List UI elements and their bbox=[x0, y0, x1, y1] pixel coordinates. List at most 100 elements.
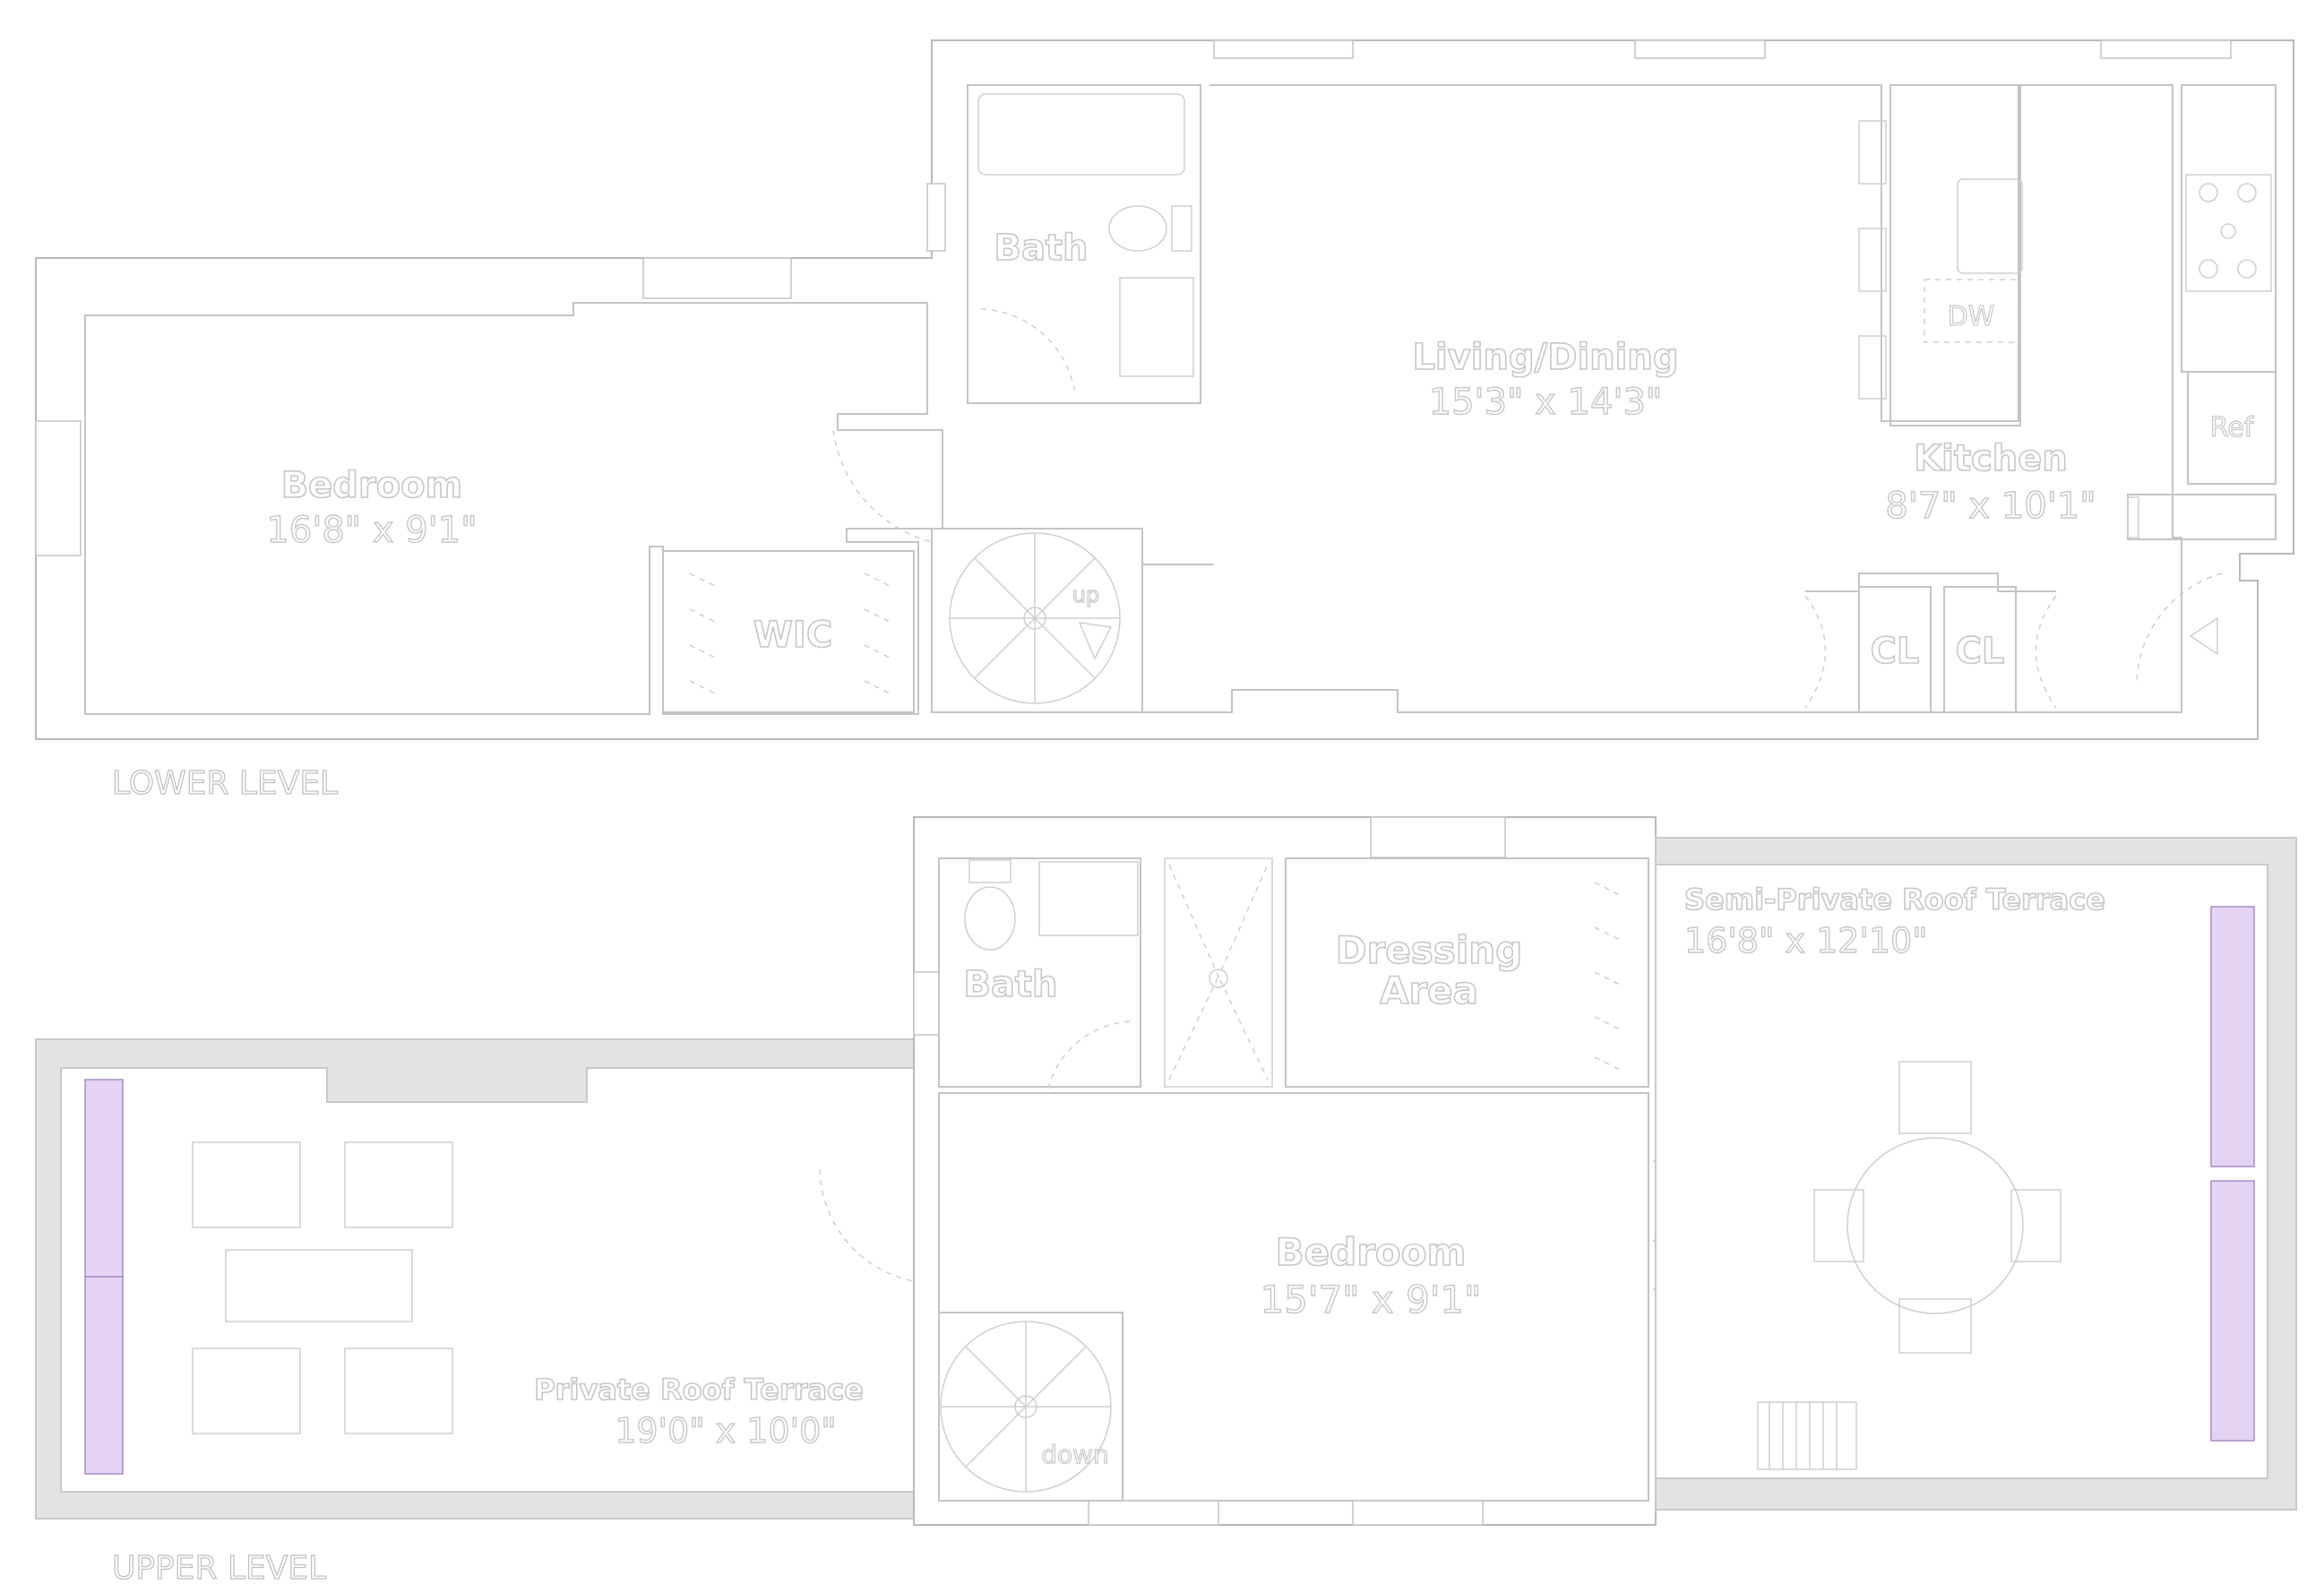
upper-level: down Bath Dressing Area Bedroom 15'7" x … bbox=[35, 816, 2297, 1588]
refrigerator bbox=[2187, 371, 2277, 485]
burner-5 bbox=[2220, 223, 2236, 239]
upper-shower-drain bbox=[1209, 969, 1228, 988]
lounge-chair-3 bbox=[192, 1348, 301, 1434]
upper-bedroom-label: Bedroom bbox=[1276, 1230, 1467, 1274]
closet-block bbox=[1805, 573, 2056, 592]
dining-chair-bottom bbox=[1898, 1298, 1972, 1354]
planter-left-2 bbox=[84, 1276, 124, 1475]
lower-bath-room bbox=[967, 84, 1201, 404]
stair-up-label: up bbox=[1072, 582, 1099, 607]
window-bath-side bbox=[926, 183, 946, 252]
upper-window-bottom-2 bbox=[1352, 1500, 1484, 1526]
lower-level-title: LOWER LEVEL bbox=[112, 765, 338, 802]
entry-arrow bbox=[2189, 616, 2218, 656]
wic-label: WIC bbox=[753, 615, 832, 656]
entry-door bbox=[2136, 573, 2223, 686]
closet-2 bbox=[1943, 586, 2017, 713]
upper-bath-sink bbox=[1038, 861, 1139, 936]
dressing-label-2: Area bbox=[1380, 969, 1478, 1012]
planter-left-1 bbox=[84, 1079, 124, 1278]
upper-toilet-tank bbox=[968, 859, 1011, 883]
living-dims: 15'3" x 14'3" bbox=[1429, 382, 1663, 423]
coffee-table bbox=[225, 1249, 413, 1322]
upper-window-top bbox=[1370, 816, 1506, 858]
wic-shelves bbox=[689, 573, 892, 695]
terrace-door-swing bbox=[819, 1168, 915, 1282]
planter-right-2 bbox=[2210, 1180, 2255, 1442]
private-terrace-label: Private Roof Terrace bbox=[534, 1373, 864, 1407]
upper-window-bath bbox=[913, 971, 940, 1036]
lower-level: DW Ref up Bedroom bbox=[35, 39, 2294, 803]
upper-bath-door bbox=[1047, 1020, 1134, 1089]
closet-1-label: CL bbox=[1871, 631, 1920, 672]
living-dining-room bbox=[1141, 84, 2182, 713]
bathtub bbox=[977, 93, 1185, 176]
closet-door-swings bbox=[1804, 595, 2057, 709]
stair-enclosure bbox=[931, 528, 1143, 713]
upper-spiral-stair-treads bbox=[941, 1322, 1111, 1492]
refrigerator-label: Ref bbox=[2210, 412, 2255, 443]
upper-level-title: UPPER LEVEL bbox=[112, 1550, 326, 1587]
counter-stub bbox=[2127, 496, 2139, 538]
dishwasher bbox=[1924, 279, 2019, 343]
wic-room bbox=[662, 550, 915, 713]
burner-2 bbox=[2237, 183, 2257, 202]
dressing-shelves bbox=[1594, 882, 1622, 1072]
window-top-1 bbox=[1213, 39, 1354, 59]
spiral-stair-treads bbox=[950, 533, 1120, 703]
toilet-tank bbox=[1171, 205, 1192, 252]
stair-arrow bbox=[1078, 622, 1113, 660]
kitchen-island bbox=[1889, 84, 2021, 426]
semi-terrace-label: Semi-Private Roof Terrace bbox=[1684, 883, 2105, 917]
burner-1 bbox=[2199, 183, 2218, 202]
upper-window-bottom-1 bbox=[1088, 1500, 1219, 1526]
lounge-chair-1 bbox=[192, 1141, 301, 1228]
toilet bbox=[1108, 205, 1167, 252]
upper-shower bbox=[1164, 857, 1273, 1088]
stool-1 bbox=[1858, 120, 1887, 185]
window-bedroom-top bbox=[642, 257, 792, 299]
burner-4 bbox=[2237, 259, 2257, 279]
lounge-chair-4 bbox=[344, 1348, 453, 1434]
kitchen-dims: 8'7" x 10'1" bbox=[1885, 486, 2096, 527]
dining-chair-right bbox=[2010, 1189, 2061, 1262]
ac-unit bbox=[1757, 1401, 1857, 1470]
lower-bath-label: Bath bbox=[994, 228, 1088, 269]
stool-3 bbox=[1858, 335, 1887, 400]
stair-down-label: down bbox=[1041, 1440, 1109, 1469]
lower-bedroom-label: Bedroom bbox=[281, 465, 463, 506]
lower-outer-wall bbox=[35, 39, 2294, 740]
dining-chair-left bbox=[1813, 1189, 1864, 1262]
semi-terrace-floor bbox=[1655, 864, 2268, 1479]
window-top-3 bbox=[2100, 39, 2232, 59]
dining-chair-top bbox=[1898, 1061, 1972, 1134]
semi-terrace-dims: 16'8" x 12'10" bbox=[1684, 921, 1928, 960]
upper-toilet bbox=[964, 886, 1016, 951]
dining-table bbox=[1846, 1137, 2024, 1314]
lounge-chair-2 bbox=[344, 1141, 453, 1228]
planter-right-1 bbox=[2210, 906, 2255, 1167]
bath-sink bbox=[1119, 277, 1194, 377]
closet-1 bbox=[1858, 586, 1932, 713]
window-top-2 bbox=[1634, 39, 1766, 59]
cooktop bbox=[2185, 174, 2272, 292]
private-terrace-floor bbox=[60, 1067, 915, 1493]
window-bedroom-left bbox=[35, 420, 82, 556]
ac-unit-fins bbox=[1769, 1402, 1838, 1469]
upper-stair-enclosure bbox=[938, 1312, 1123, 1502]
bath-door-swing bbox=[980, 308, 1076, 395]
dressing-label-1: Dressing bbox=[1336, 928, 1522, 972]
upper-shower-lines bbox=[1168, 864, 1269, 1081]
upper-bedroom-room bbox=[938, 1092, 1649, 1502]
upper-bath-label: Bath bbox=[963, 964, 1057, 1005]
kitchen-label: Kitchen bbox=[1914, 438, 2068, 479]
closet-2-label: CL bbox=[1956, 631, 2005, 672]
lower-bedroom-room bbox=[84, 302, 943, 715]
kitchen-sink bbox=[1957, 178, 2023, 274]
living-label: Living/Dining bbox=[1413, 337, 1679, 378]
dishwasher-label: DW bbox=[1948, 301, 1995, 332]
bedroom-door-swing bbox=[832, 429, 933, 543]
upper-bedroom-dims: 15'7" x 9'1" bbox=[1261, 1278, 1482, 1322]
stool-2 bbox=[1858, 228, 1887, 292]
